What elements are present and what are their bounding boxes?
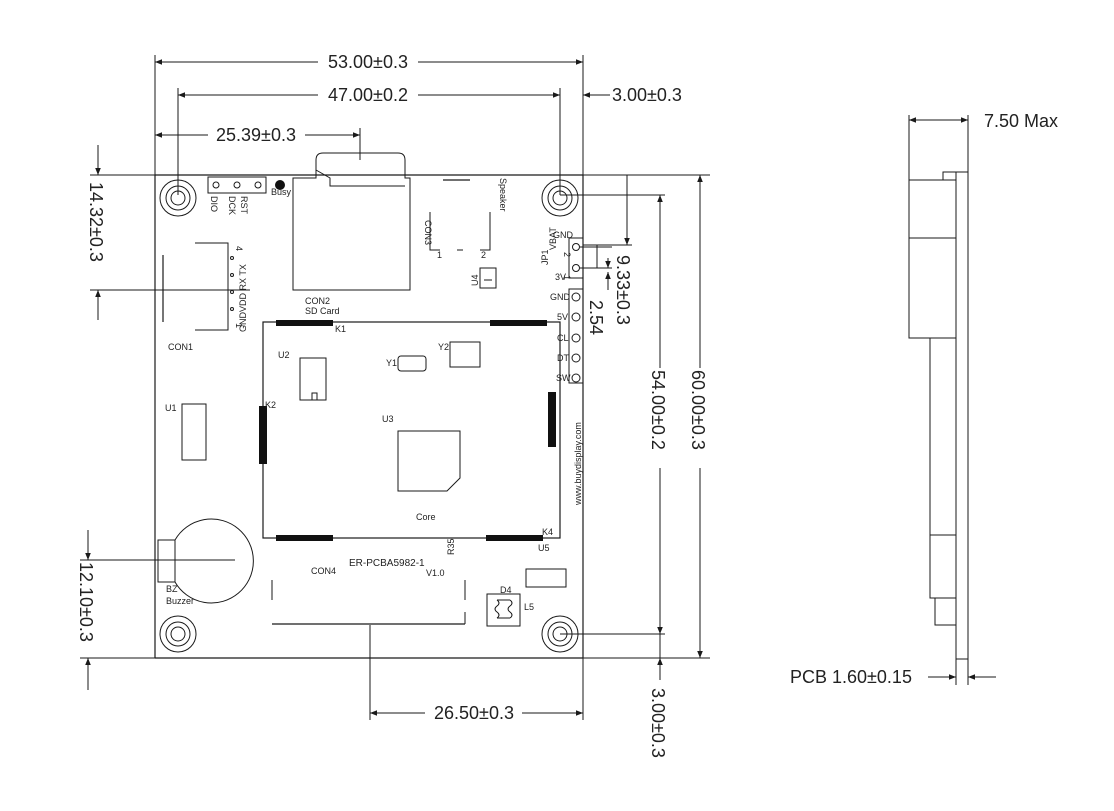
busy-led — [275, 180, 285, 190]
label-cl: CL — [557, 333, 569, 343]
dim-width-total-text: 53.00±0.3 — [328, 52, 408, 72]
label-vbat: VBAT — [548, 227, 558, 250]
dim-hole-span-x: 47.00±0.2 — [178, 85, 560, 105]
sd-card-slot: CON2 SD Card — [292, 152, 411, 316]
label-3v: 3V — [555, 272, 566, 282]
label-con2: CON2 — [305, 296, 330, 306]
u1-chip: U1 — [165, 403, 207, 461]
label-gnd-pin: GND — [550, 292, 571, 302]
label-jp-pin1: 1 — [562, 275, 572, 280]
dim-sd-offset-text: 25.39±0.3 — [216, 125, 296, 145]
label-dt: DT — [557, 353, 569, 363]
dim-hole-margin-bottom-text: 3.00±0.3 — [648, 688, 668, 758]
label-con4: CON4 — [311, 566, 336, 576]
buzzer: BZ Buzzer — [157, 518, 254, 606]
label-version: V1.0 — [426, 568, 445, 578]
label-d4: D4 — [500, 585, 512, 595]
d4-l5: D4 L5 — [486, 585, 534, 627]
label-sw: SW — [556, 373, 571, 383]
label-con3-pin1: 1 — [437, 250, 442, 260]
dim-width-total: 53.00±0.3 — [155, 52, 583, 72]
debug-header: DIO DCK RST Busy — [207, 176, 292, 215]
speaker-connector: 1 2 CON3 Speaker — [423, 178, 508, 260]
dim-pin-pitch-text: 2.54 — [586, 300, 606, 335]
dim-top-offset: 14.32±0.3 — [86, 145, 106, 320]
mounting-hole-top-left — [159, 179, 197, 217]
label-u3: U3 — [382, 414, 394, 424]
label-sdcard: SD Card — [305, 306, 340, 316]
dim-height-total: 60.00±0.3 — [688, 175, 708, 658]
dim-hole-margin-bottom: 3.00±0.3 — [648, 634, 668, 758]
dim-hole-margin-right-text: 3.00±0.3 — [612, 85, 682, 105]
encoder-pins: GND 5V CL DT SW — [550, 288, 584, 384]
label-u1: U1 — [165, 403, 177, 413]
dim-pcb-thickness: PCB 1.60±0.15 — [790, 659, 996, 687]
label-u4: U4 — [470, 274, 480, 286]
dim-buzzer-offset-text: 12.10±0.3 — [76, 562, 96, 642]
label-con3: CON3 — [423, 220, 433, 245]
label-gnd-jp: GND — [553, 230, 574, 240]
label-core: Core — [416, 512, 436, 522]
side-view — [908, 115, 969, 660]
con1-connector: 4 GNDVDD RX TX 1 CON1 — [162, 242, 248, 352]
dim-sd-offset: 25.39±0.3 — [155, 125, 360, 145]
board-outline — [154, 174, 584, 659]
dim-hole-span-y: 54.00±0.2 — [648, 195, 668, 634]
label-y1: Y1 — [386, 358, 397, 368]
dim-thickness: 7.50 Max — [909, 111, 1058, 131]
label-con1: CON1 — [168, 342, 193, 352]
u5-chip — [525, 568, 567, 588]
mounting-hole-top-right — [541, 179, 579, 217]
label-bz: BZ — [166, 584, 178, 594]
label-con1-pin4: 4 — [234, 246, 244, 251]
label-rst: RST — [239, 196, 249, 215]
label-l5: L5 — [524, 602, 534, 612]
dim-hole-span-x-text: 47.00±0.2 — [328, 85, 408, 105]
label-speaker: Speaker — [498, 178, 508, 212]
jp1-jumper: GND 2 VBAT JP1 3V 1 — [540, 227, 612, 282]
dim-hole-margin-right: 3.00±0.3 — [583, 85, 682, 105]
dim-jp1-offset: 9.33±0.3 — [583, 175, 633, 325]
extension-lines — [80, 55, 710, 720]
label-busy: Busy — [271, 187, 292, 197]
mounting-hole-bottom-right — [541, 615, 579, 653]
label-dio: DIO — [209, 196, 219, 212]
label-r35: R35 — [446, 538, 456, 555]
label-k4: K4 — [542, 527, 553, 537]
dim-hole-span-y-text: 54.00±0.2 — [648, 370, 668, 450]
dim-pcb-thickness-text: PCB 1.60±0.15 — [790, 667, 912, 687]
label-jp-pin2: 2 — [562, 252, 572, 257]
dim-pin-pitch: 2.54 — [583, 245, 612, 335]
con4-connector — [271, 580, 466, 625]
dim-con4-offset-text: 26.50±0.3 — [434, 703, 514, 723]
label-buzzer: Buzzer — [166, 596, 194, 606]
dim-thickness-text: 7.50 Max — [984, 111, 1058, 131]
label-k2: K2 — [265, 400, 276, 410]
label-website: www.buydisplay.com — [573, 422, 583, 506]
label-con1-pin1: 1 — [234, 323, 244, 328]
label-y2: Y2 — [438, 342, 449, 352]
label-dck: DCK — [227, 196, 237, 215]
mounting-hole-bottom-left — [159, 615, 197, 653]
label-u5: U5 — [538, 543, 550, 553]
u4-chip: U4 — [470, 267, 497, 289]
label-k1: K1 — [335, 324, 346, 334]
dim-top-offset-text: 14.32±0.3 — [86, 182, 106, 262]
dim-buzzer-offset: 12.10±0.3 — [76, 530, 96, 690]
label-con1-pins: GNDVDD RX TX — [238, 264, 248, 332]
dim-height-total-text: 60.00±0.3 — [688, 370, 708, 450]
core-module: K1 K2 K4 U2 Y1 Y2 U3 Core — [259, 320, 561, 541]
label-u2: U2 — [278, 350, 290, 360]
label-jp1: JP1 — [540, 249, 550, 265]
dim-con4-offset: 26.50±0.3 — [370, 703, 583, 723]
dim-jp1-offset-text: 9.33±0.3 — [613, 255, 633, 325]
label-5v: 5V — [557, 312, 568, 322]
label-con3-pin2: 2 — [481, 250, 486, 260]
label-board-name: ER-PCBA5982-1 — [349, 558, 425, 569]
